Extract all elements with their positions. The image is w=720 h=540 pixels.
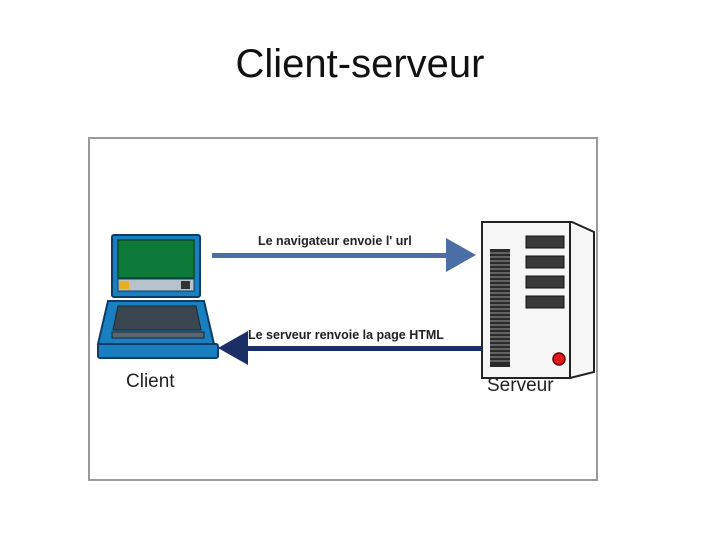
power-led-icon xyxy=(552,352,566,366)
slide-title: Client-serveur xyxy=(235,42,485,86)
response-arrow xyxy=(218,331,482,365)
server-label: Serveur xyxy=(487,375,554,396)
drive-bay xyxy=(525,295,565,309)
server-icon xyxy=(481,221,595,379)
request-label: Le navigateur envoie l' url xyxy=(258,234,412,248)
server-vent xyxy=(490,249,510,367)
response-label: Le serveur renvoie la page HTML xyxy=(248,328,444,342)
request-arrow xyxy=(212,238,476,272)
client-label: Client xyxy=(126,371,175,392)
drive-bay xyxy=(525,255,565,269)
laptop-icon xyxy=(96,234,219,359)
drive-bay xyxy=(525,275,565,289)
drive-bay xyxy=(525,235,565,249)
